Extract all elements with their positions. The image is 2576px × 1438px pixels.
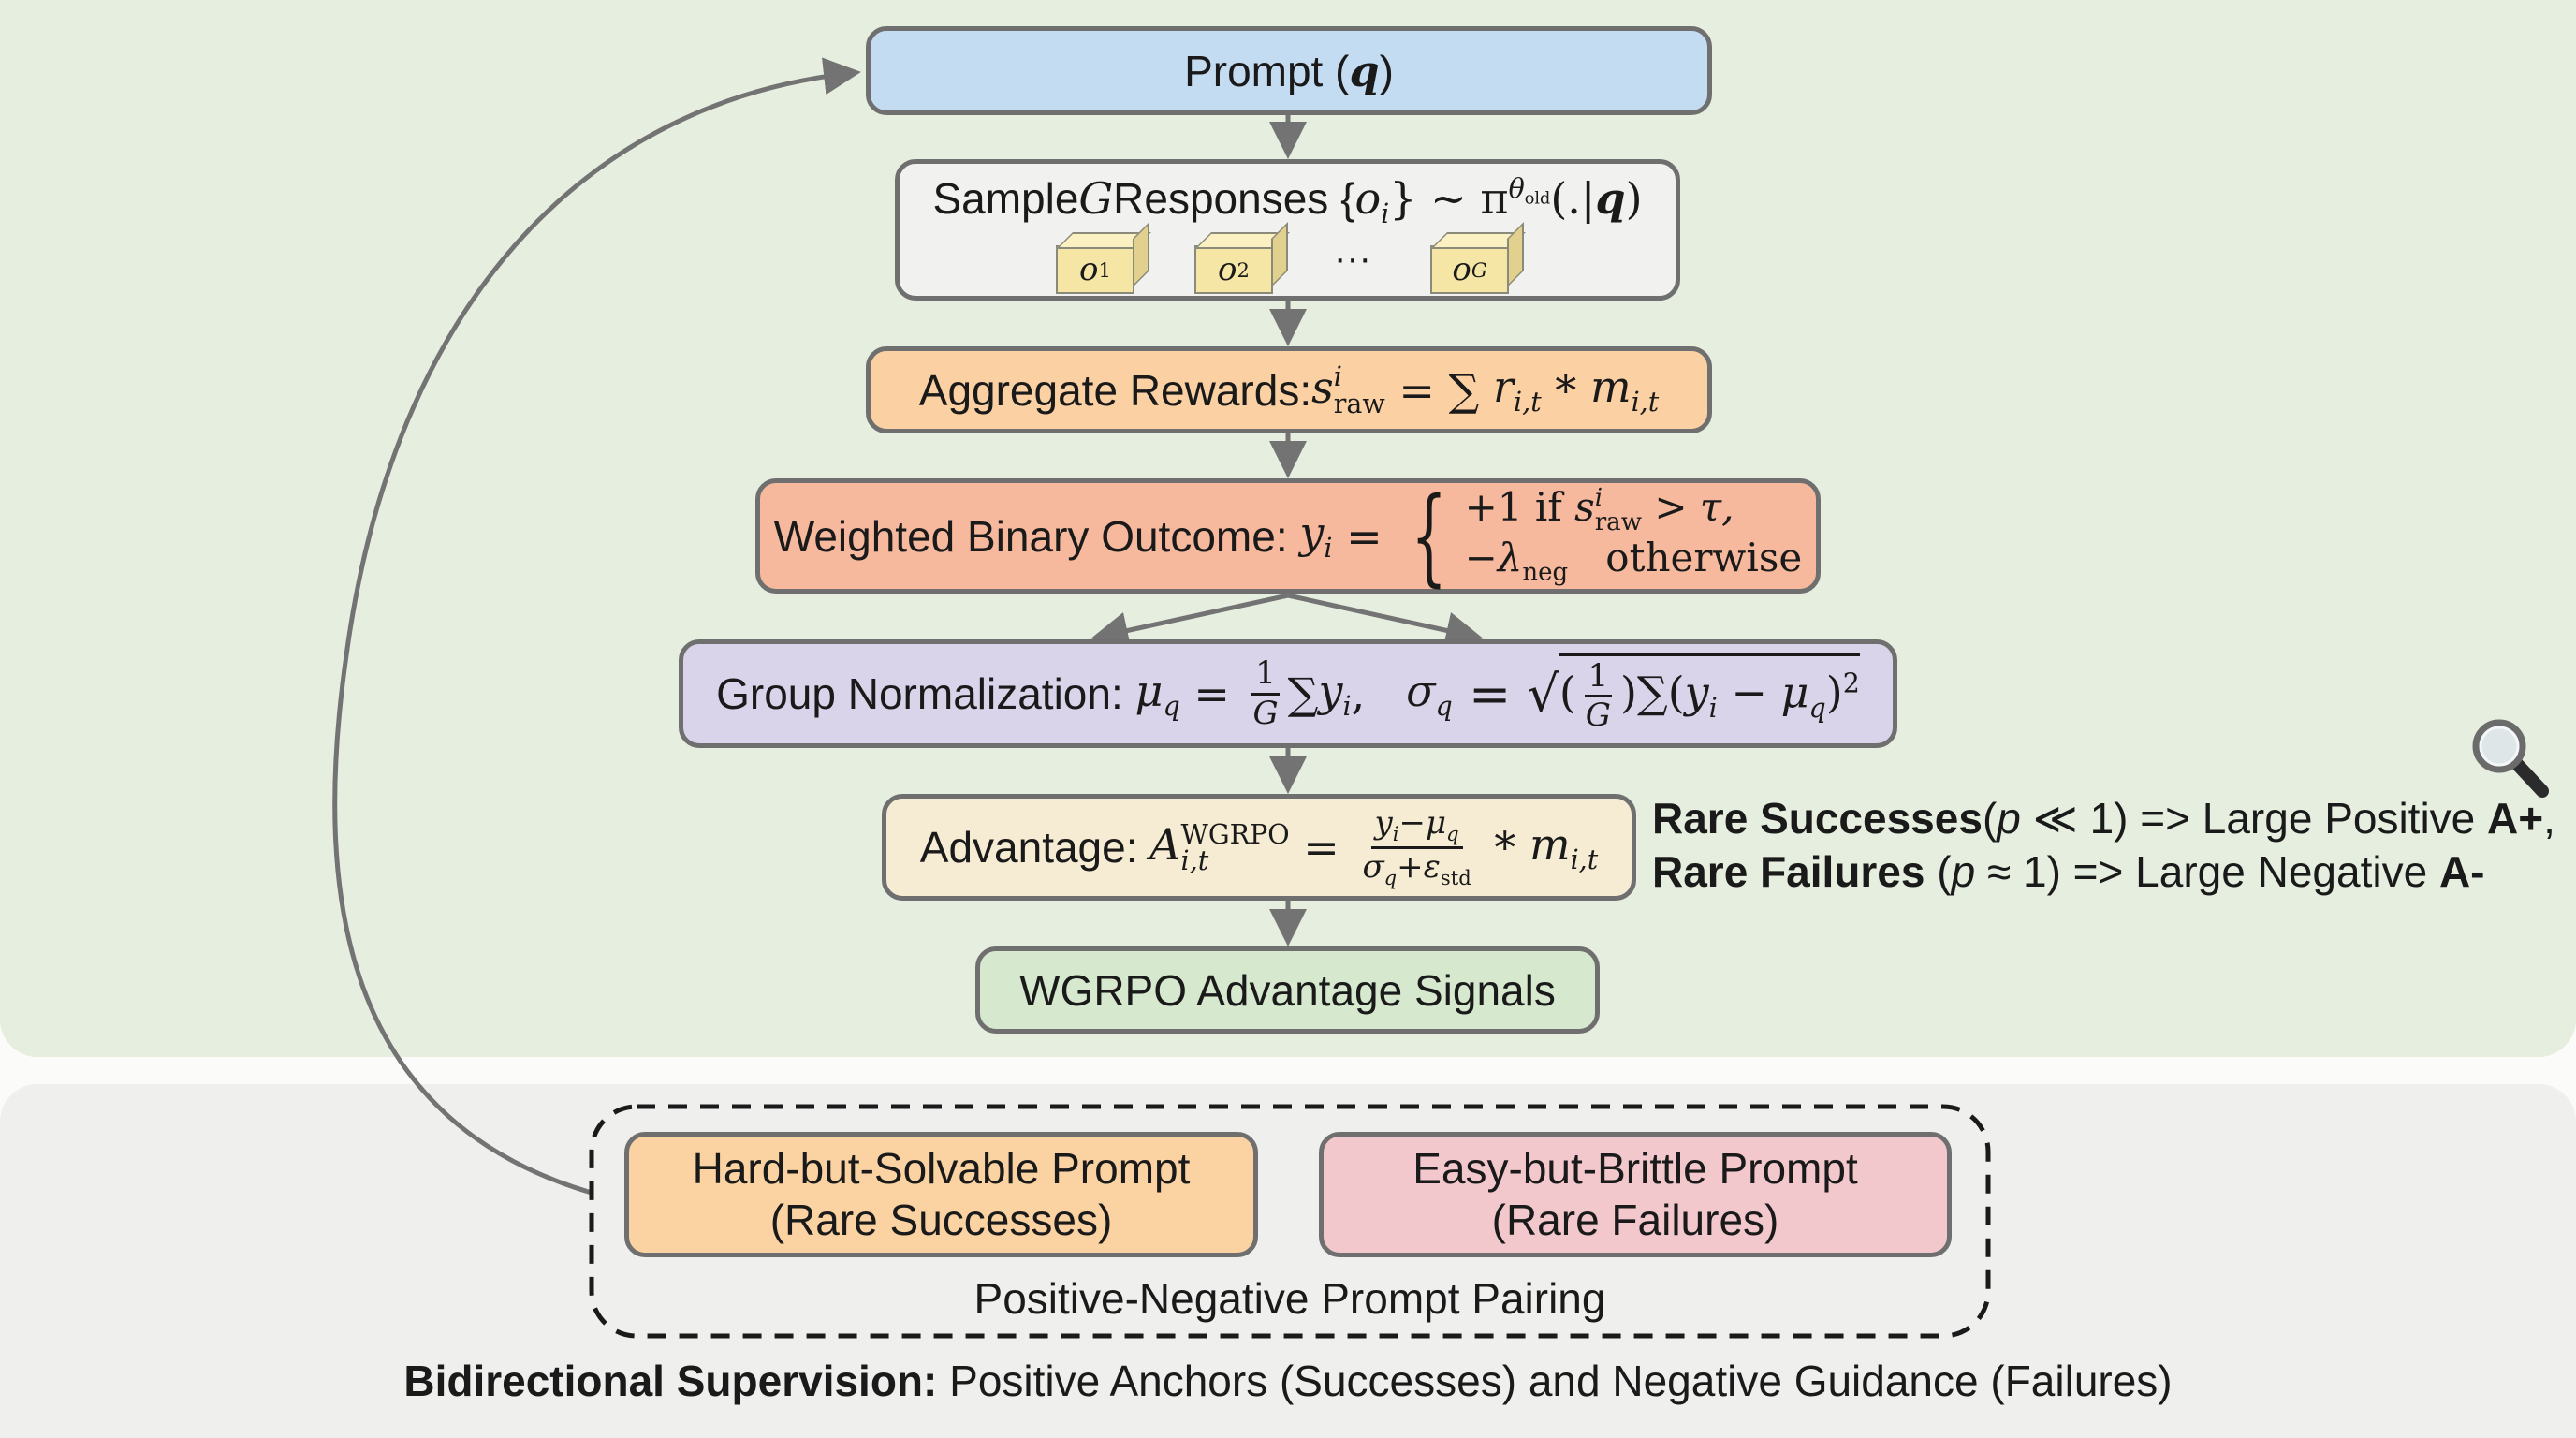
group-eq1: = — [1179, 668, 1244, 719]
aggregate-r: ri,t — [1493, 361, 1542, 418]
feedback-loop-arrow — [332, 57, 861, 1196]
prompt-label: Prompt ( — [1184, 46, 1350, 95]
group-y: yi — [1318, 665, 1352, 723]
aggregate-times: * — [1541, 364, 1590, 416]
group-label: Group Normalization: — [716, 669, 1135, 718]
aggregate-eq: = ∑ — [1384, 364, 1494, 416]
advantage-eq: = — [1289, 822, 1354, 873]
group-sum: ∑ — [1287, 668, 1319, 719]
aggregate-label: Aggregate Rewards: — [918, 365, 1312, 415]
magnifier-icon — [2472, 719, 2549, 798]
pairing-panel — [0, 1084, 2576, 1438]
footer-caption: Bidirectional Supervision: Positive Anch… — [403, 1357, 2173, 1405]
sample-o: oi — [1354, 173, 1390, 230]
advantage-m: mi,t — [1529, 818, 1599, 876]
weighted-y: yi — [1299, 507, 1333, 565]
easy-line2: (Rare Failures) — [1491, 1196, 1779, 1244]
sample-tail: (.| — [1550, 173, 1596, 224]
sample-g: G — [1078, 173, 1114, 224]
sample-tail-close: ) — [1625, 173, 1643, 224]
group-eq2: = √ — [1452, 664, 1559, 724]
arrow-weighted-to-group-left — [1090, 593, 1289, 650]
advantage-label: Advantage: — [919, 823, 1150, 872]
sample-pi-sub: θold — [1508, 173, 1551, 209]
response-ellipsis: ··· — [1334, 238, 1371, 279]
signals-label: WGRPO Advantage Signals — [1019, 965, 1556, 1015]
prompt-close: ) — [1379, 46, 1394, 95]
sample-label2: Responses { — [1113, 174, 1355, 223]
annotation-rare-failures: Rare Failures (p ≈ 1) => Large Negative … — [1652, 847, 2485, 896]
hard-line2: (Rare Successes) — [769, 1196, 1113, 1244]
weighted-label: Weighted Binary Outcome: — [773, 511, 1300, 561]
hard-line1: Hard-but-Solvable Prompt — [692, 1143, 1191, 1193]
group-sigma: σq — [1406, 665, 1453, 723]
group-sep: , — [1351, 668, 1407, 719]
sample-tail-var: q — [1595, 173, 1626, 224]
prompt-box: Prompt ( q ) — [866, 26, 1712, 115]
group-mu: μq — [1134, 665, 1180, 723]
sample-box: Sample G Responses { oi } ~ π θold (.| q… — [895, 159, 1680, 301]
hard-but-solvable-prompt-box: Hard-but-Solvable Prompt (Rare Successes… — [624, 1132, 1258, 1257]
aggregate-m: mi,t — [1589, 361, 1660, 418]
easy-line1: Easy-but-Brittle Prompt — [1412, 1143, 1858, 1193]
easy-but-brittle-prompt-box: Easy-but-Brittle Prompt (Rare Failures) — [1319, 1132, 1952, 1257]
advantage-times: * — [1480, 822, 1530, 873]
pairing-dashed-group — [589, 1104, 1991, 1339]
case-negative: −λneg otherwise — [1464, 535, 1803, 587]
wgrpo-signals-box: WGRPO Advantage Signals — [975, 946, 1600, 1034]
sample-label3: } ~ π — [1389, 173, 1509, 224]
prompt-var: q — [1349, 45, 1380, 96]
sample-label: Sample — [932, 174, 1079, 223]
arrow-weighted-to-group-right — [1287, 593, 1484, 650]
advantage-frac: yi−μq σq+εstd — [1362, 804, 1471, 889]
pairing-label: Positive-Negative Prompt Pairing — [973, 1274, 1606, 1323]
annotation-rare-successes: Rare Successes(p ≪ 1) => Large Positive … — [1652, 794, 2555, 843]
weighted-eq: = — [1332, 510, 1397, 562]
